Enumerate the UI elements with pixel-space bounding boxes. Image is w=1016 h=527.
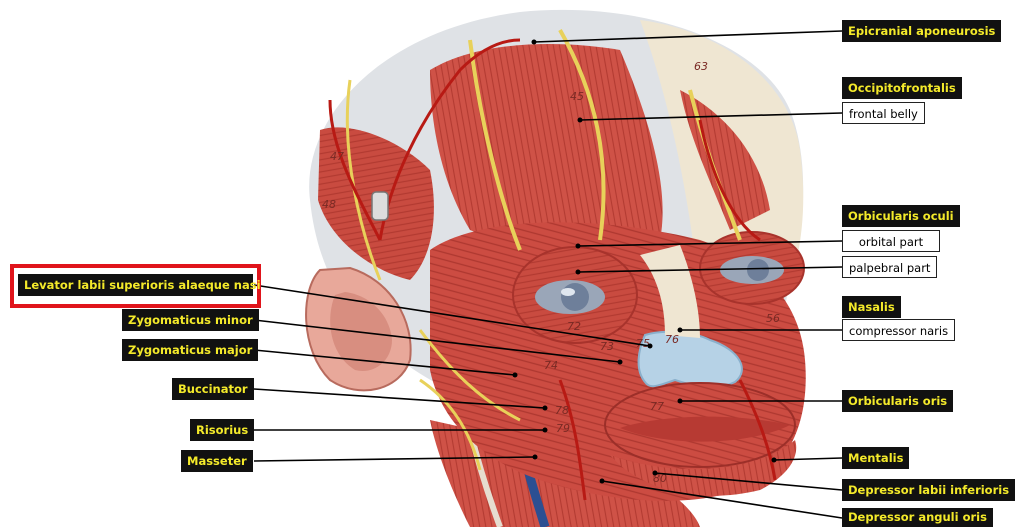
label-orbicularis-oculi: Orbicularis oculi: [842, 205, 960, 227]
leader-dot: [513, 373, 518, 378]
leader-dot: [576, 244, 581, 249]
model-number: 73: [600, 340, 614, 353]
label-palpebral-part: palpebral part: [842, 256, 937, 278]
label-epicranial-aponeurosis: Epicranial aponeurosis: [842, 20, 1001, 42]
label-mentalis: Mentalis: [842, 447, 909, 469]
leader-dot: [578, 118, 583, 123]
leader-dot: [653, 471, 658, 476]
leader-dot: [576, 270, 581, 275]
label-masseter: Masseter: [181, 450, 253, 472]
label-zygomaticus-minor: Zygomaticus minor: [122, 309, 259, 331]
label-depressor-labii-inferioris: Depressor labii inferioris: [842, 479, 1015, 501]
label-orbicularis-oris: Orbicularis oris: [842, 390, 953, 412]
model-number: 72: [567, 320, 581, 333]
leader-dot: [772, 458, 777, 463]
label-depressor-anguli-oris: Depressor anguli oris: [842, 508, 993, 527]
eye-left-shine: [561, 288, 575, 296]
model-number: 74: [544, 359, 558, 372]
label-nasalis: Nasalis: [842, 296, 901, 318]
leader-dot: [532, 40, 537, 45]
leader-dot: [543, 428, 548, 433]
model-number: 48: [322, 198, 336, 211]
leader-dot: [533, 455, 538, 460]
leader-dot: [618, 360, 623, 365]
label-compressor-naris: compressor naris: [842, 319, 955, 341]
leader-dot: [648, 344, 653, 349]
frontal-belly: [430, 44, 663, 247]
leader-dot: [678, 399, 683, 404]
label-zygomaticus-major: Zygomaticus major: [122, 339, 258, 361]
model-number: 79: [556, 422, 570, 435]
model-number: 77: [650, 400, 664, 413]
leader-dot: [600, 479, 605, 484]
iris-left: [561, 283, 589, 311]
leader-dot: [543, 406, 548, 411]
iris-right: [747, 259, 769, 281]
label-levator-labii-superioris-alaeque-nasi: Levator labii superioris alaeque nasi: [18, 274, 253, 296]
label-occipitofrontalis: Occipitofrontalis: [842, 77, 962, 99]
label-buccinator: Buccinator: [172, 378, 254, 400]
model-number: 56: [766, 312, 780, 325]
model-number: 76: [665, 333, 679, 346]
model-number: 63: [694, 60, 708, 73]
model-clip: [372, 192, 388, 220]
model-number: 78: [555, 404, 569, 417]
label-frontal-belly: frontal belly: [842, 102, 925, 124]
model-number: 45: [570, 90, 584, 103]
leader-dot: [678, 328, 683, 333]
label-orbital-part: orbital part: [842, 230, 940, 252]
model-number: 47: [330, 150, 344, 163]
label-risorius: Risorius: [190, 419, 254, 441]
